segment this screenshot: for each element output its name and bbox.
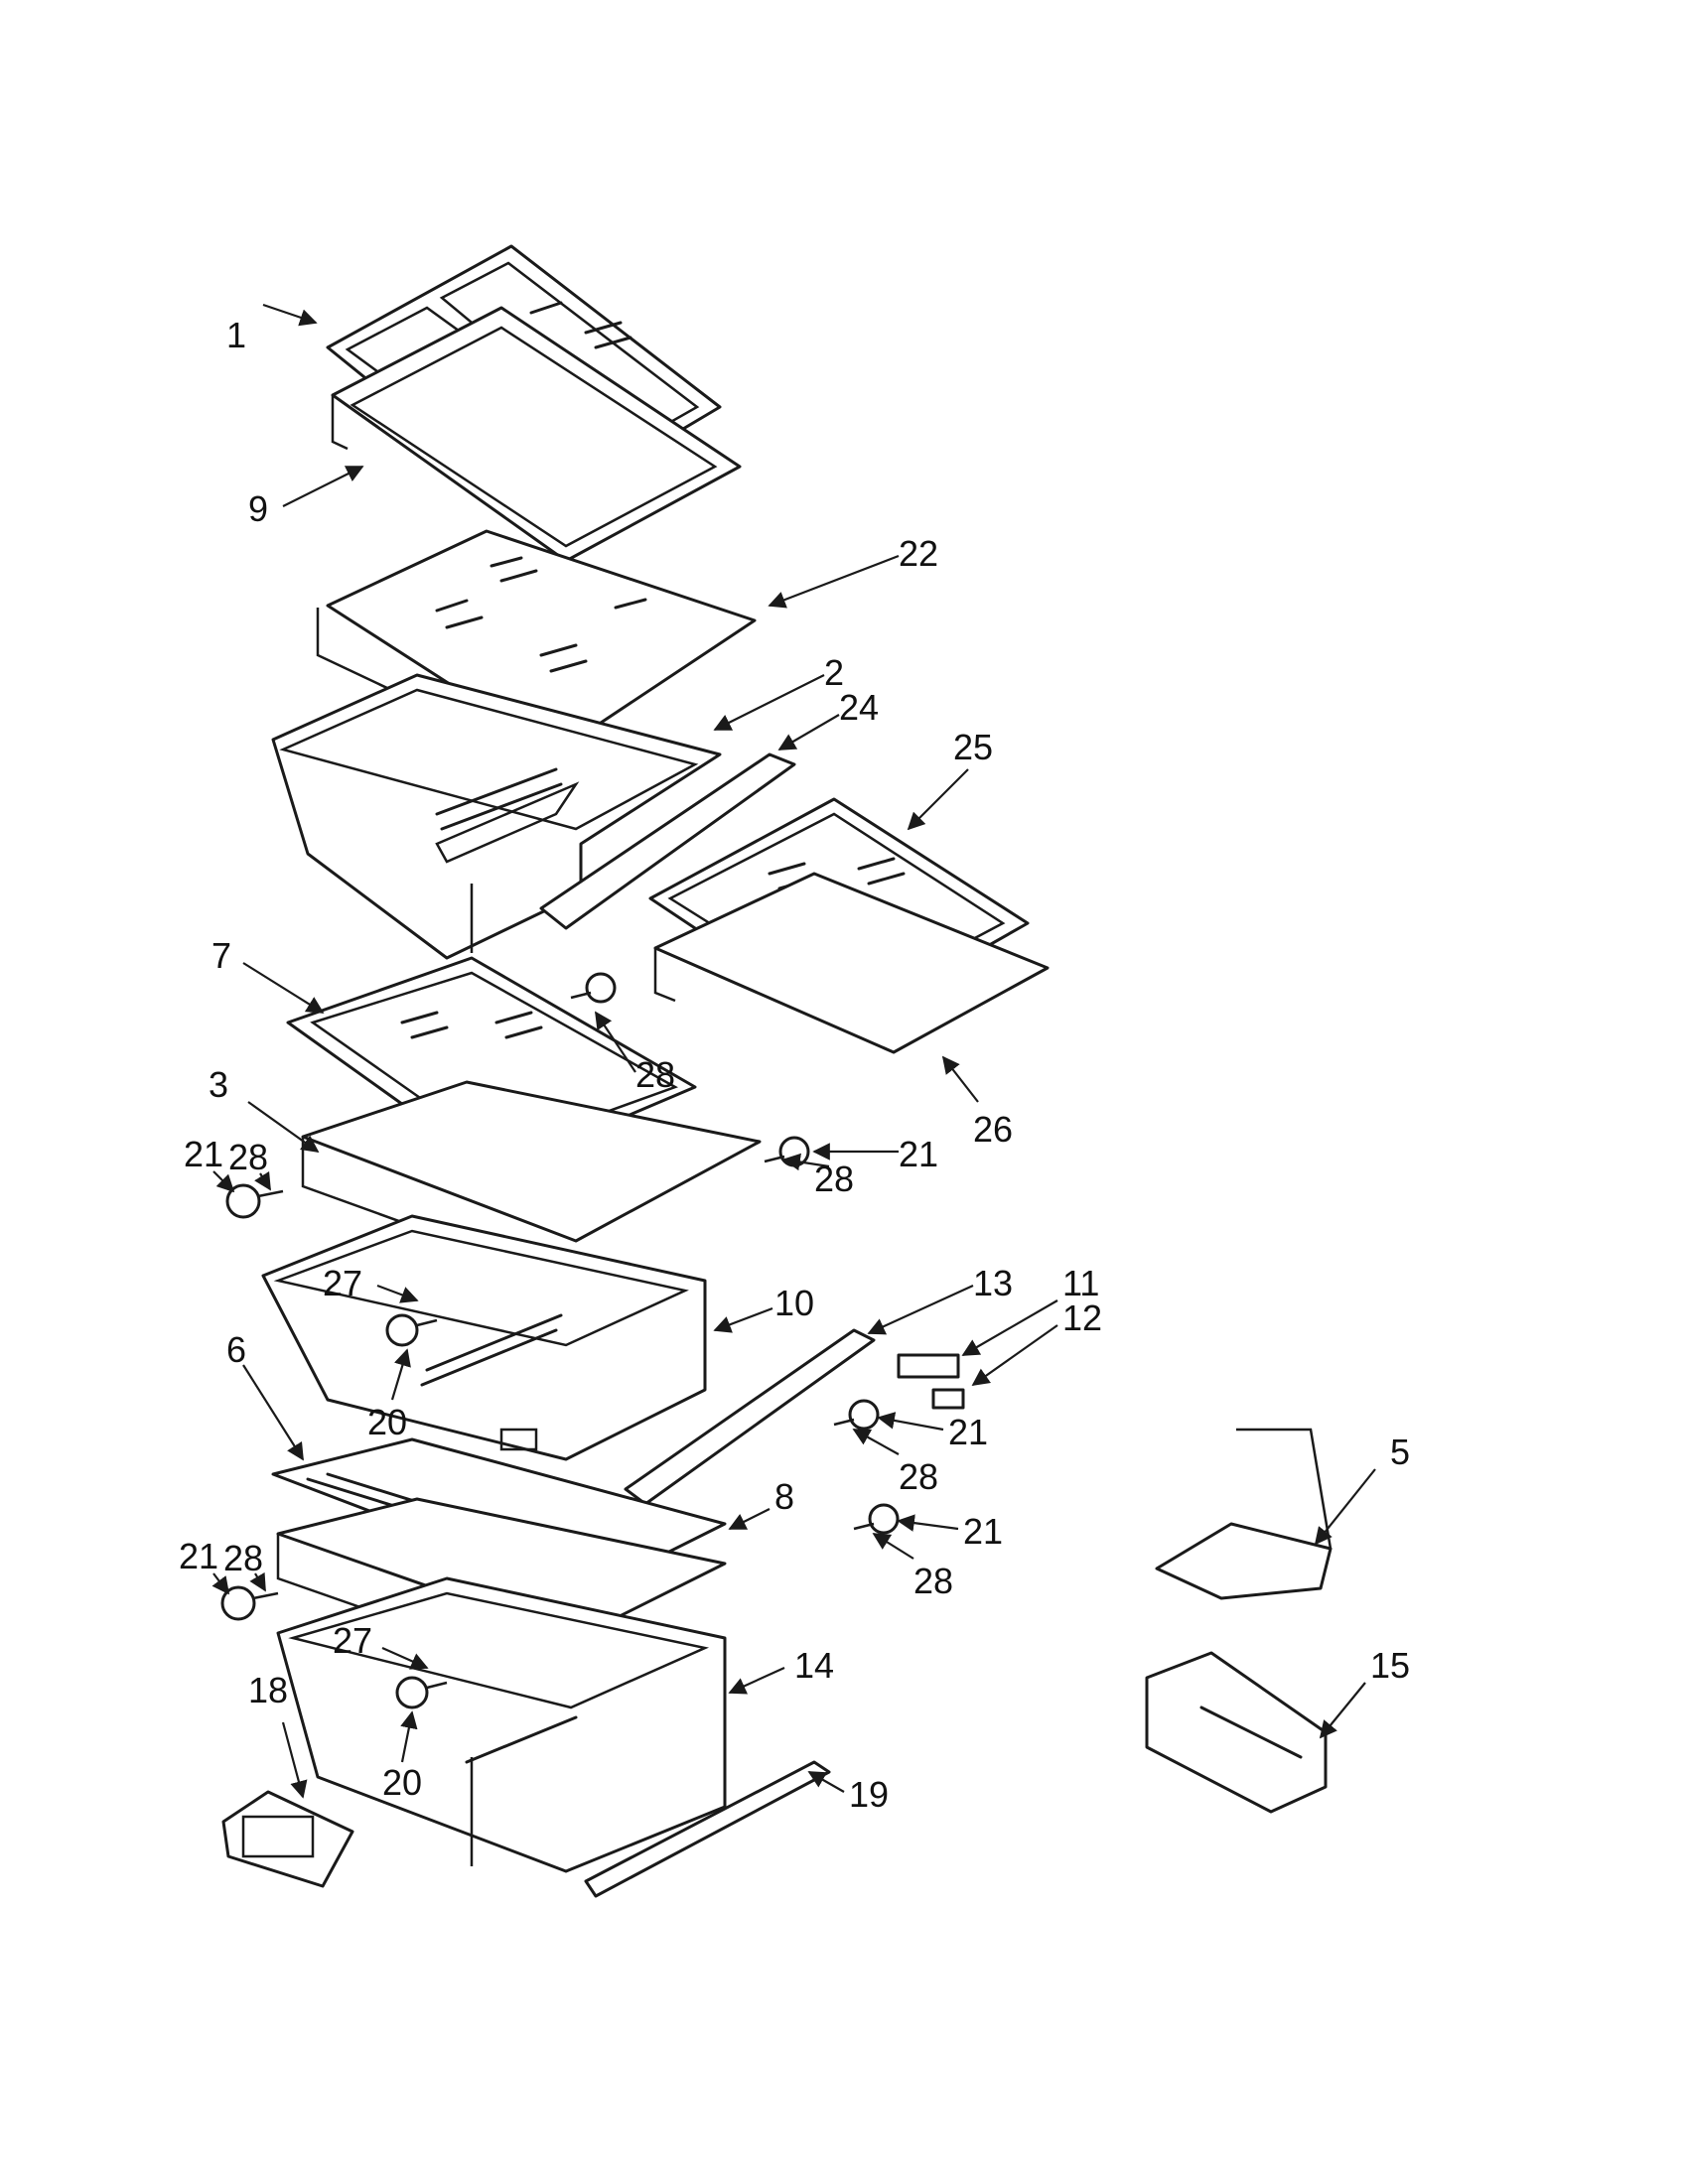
callout-15: 15 [1370,1645,1410,1686]
fastener-left-mid [225,1183,284,1219]
part-11-clip [897,1353,960,1379]
fastener-right-lower2 [853,1503,900,1535]
callout-24: 24 [839,687,879,728]
callout-25: 25 [953,727,993,767]
fastener-27-upper [385,1313,438,1347]
callout-26: 26 [973,1109,1013,1150]
callout-28: 28 [814,1159,854,1199]
callout-21: 21 [948,1412,988,1452]
callout-28: 28 [223,1538,263,1578]
callout-22: 22 [899,533,938,574]
callout-5: 5 [1390,1432,1410,1472]
part-2-crisper-pan [271,673,722,960]
part-22-glass-shelf [316,529,757,754]
part-24-crisper-trim [539,752,796,930]
callout-28: 28 [913,1561,953,1601]
callout-20: 20 [382,1762,422,1803]
part-26-shelf-frame [653,872,1050,1054]
callout-28: 28 [899,1456,938,1497]
callout-19: 19 [849,1774,889,1815]
fastener-right-lower1 [833,1399,880,1431]
callout-13: 13 [973,1263,1013,1303]
fastener-27-lower [395,1676,448,1709]
callout-8: 8 [774,1476,794,1517]
part-5-can-holder [1155,1428,1333,1600]
part-9-shelf-frame [331,306,742,563]
callout-6: 6 [226,1329,246,1370]
part-15-storage-bin [1145,1651,1328,1814]
callout-10: 10 [774,1283,814,1323]
callout-27: 27 [333,1620,372,1661]
callout-2: 2 [824,652,844,693]
callout-labels: 1 9 22 2 24 25 7 28 3 21 28 21 28 26 27 … [179,315,1410,1815]
callout-14: 14 [794,1645,834,1686]
callout-20: 20 [367,1402,407,1442]
part-18-label-card [221,1790,354,1888]
callout-21: 21 [963,1511,1003,1552]
part-10-crisper-pan [261,1214,707,1461]
callout-11: 11 [1062,1263,1099,1303]
part-13-trim-strip [624,1328,876,1506]
fastener-upper-center [570,972,617,1004]
part-3-shelf-frame [301,1080,762,1273]
part-19-handle-strip [584,1760,831,1898]
callout-12: 12 [1062,1297,1102,1338]
leader-lines [211,303,1376,1799]
fastener-left-lower [220,1585,279,1621]
callout-18: 18 [248,1670,288,1710]
callout-28: 28 [635,1054,675,1095]
callout-7: 7 [211,935,231,976]
callout-9: 9 [248,488,268,529]
callout-21: 21 [184,1134,223,1174]
callout-28: 28 [228,1137,268,1177]
callout-21: 21 [179,1536,218,1576]
callout-3: 3 [209,1064,228,1105]
callout-1: 1 [226,315,246,355]
callout-21: 21 [899,1134,938,1174]
callout-27: 27 [323,1263,362,1303]
part-12-clip [931,1388,965,1410]
